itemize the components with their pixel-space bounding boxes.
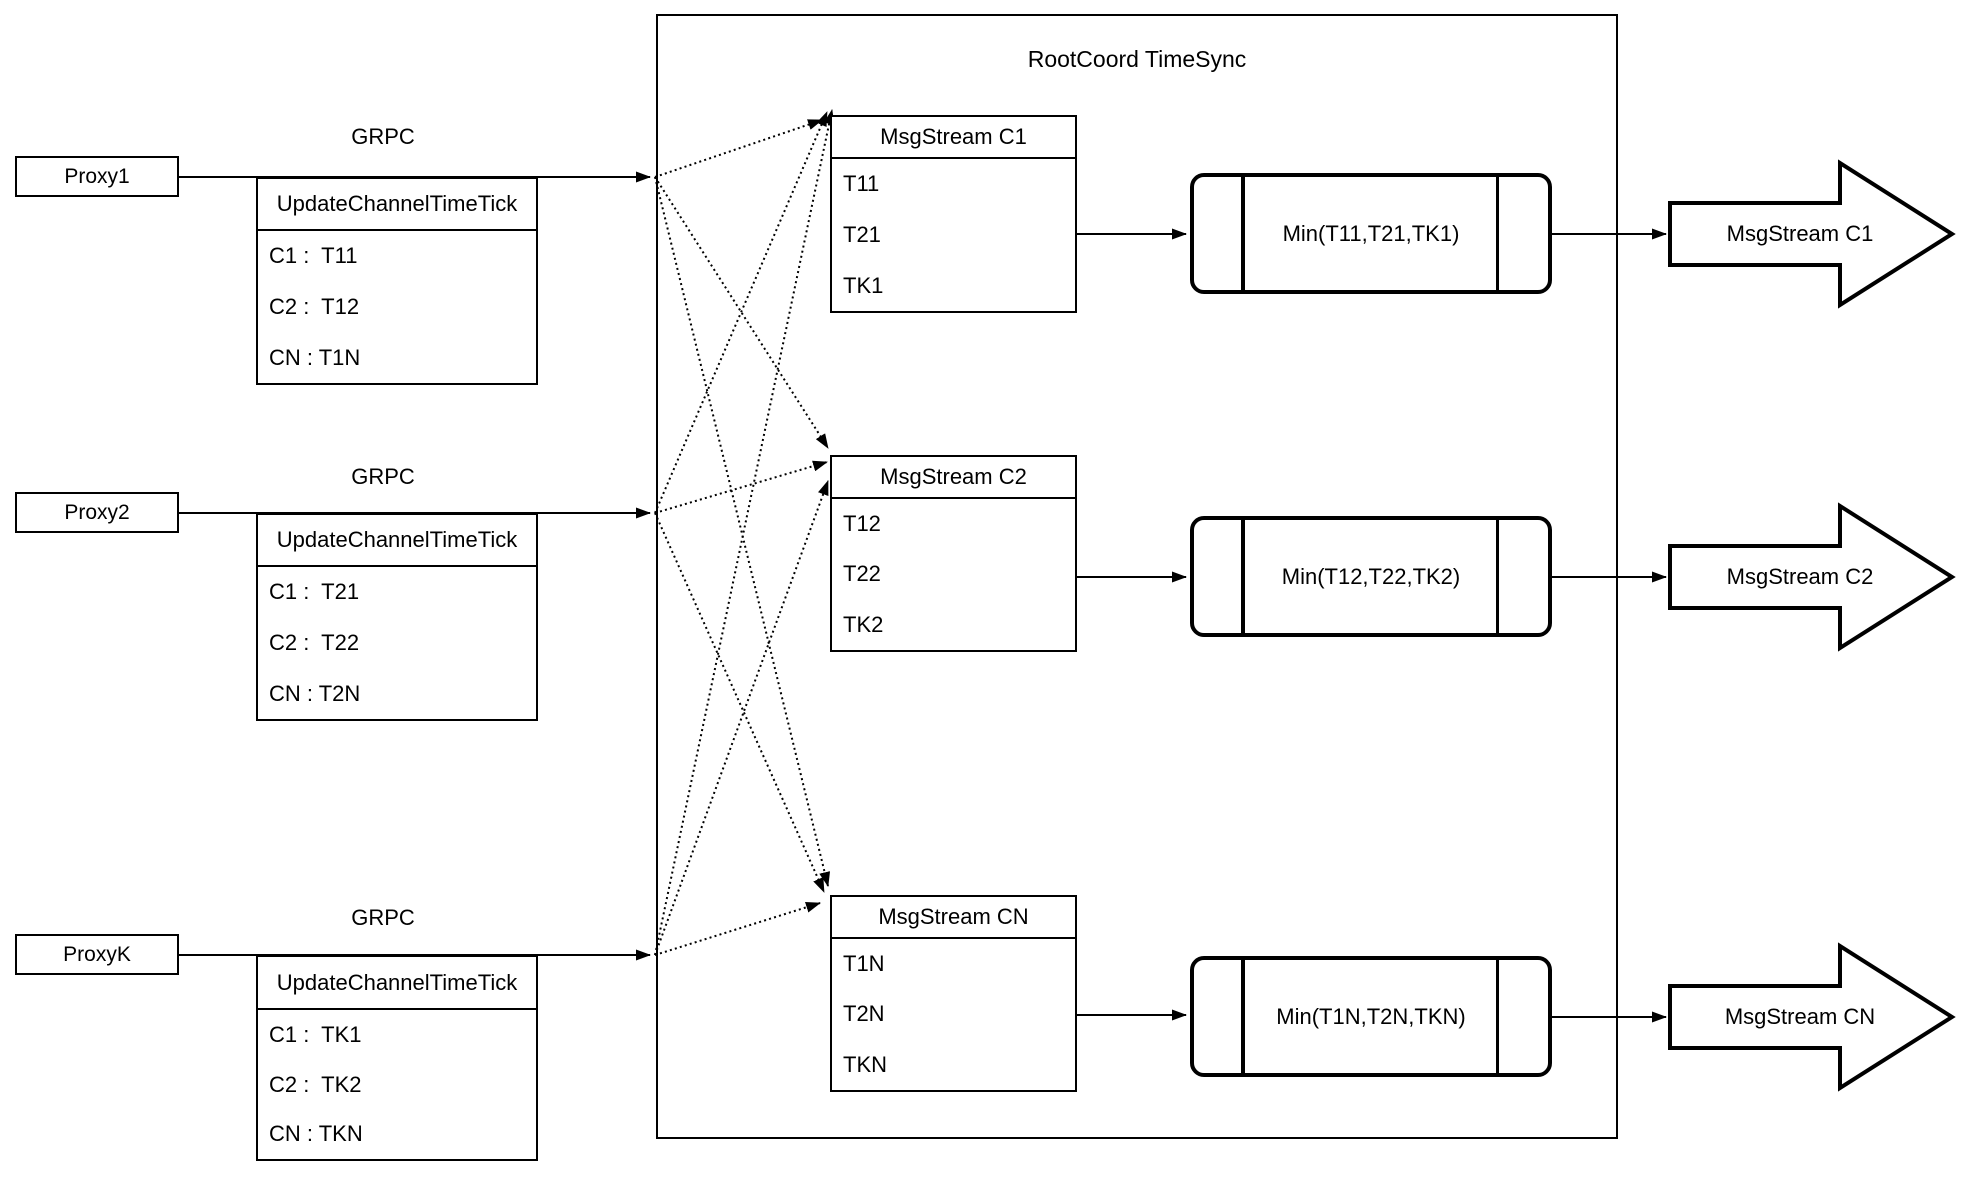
msgstream-c2-header: MsgStream C2 [832, 457, 1075, 499]
min-box-cn-left-cap-line [1241, 960, 1245, 1073]
update-table-2-row-c2: C2 : T22 [269, 630, 360, 655]
proxy1-label: Proxy1 [64, 164, 130, 188]
msgstream-cn-tick-2: T2N [843, 1001, 885, 1027]
msgstream-c2-tick-2: T22 [843, 561, 881, 587]
msgstream-c2-tick-3: TK2 [843, 611, 884, 637]
dotted-link-proxy2-msgstream-cn [654, 512, 825, 893]
msgstream-cn-tick-3: TKN [843, 1051, 887, 1077]
update-channel-timetick-table-3: UpdateChannelTimeTick C1 : TK1 C2 : TK2 … [256, 955, 538, 1161]
update-table-1-header: UpdateChannelTimeTick [258, 179, 536, 231]
min-box-c1-left-cap-line [1241, 177, 1245, 290]
min-box-c1: Min(T11,T21,TK1) [1190, 173, 1552, 294]
dotted-link-proxy1-msgstream-c1 [654, 119, 823, 178]
dotted-link-proxy1-msgstream-c2 [654, 176, 829, 449]
proxy1-box: Proxy1 [15, 156, 179, 197]
rootcoord-title: RootCoord TimeSync [1027, 46, 1247, 72]
msgstream-cn-header: MsgStream CN [832, 897, 1075, 939]
update-table-3-row-cn: CN : TKN [269, 1121, 363, 1147]
dotted-link-proxyk-msgstream-c2 [654, 480, 829, 956]
update-channel-timetick-table-2: UpdateChannelTimeTick C1 : T21 C2 : T22 … [256, 513, 538, 721]
update-table-3-row-c2: C2 : TK2 [269, 1071, 362, 1097]
output-arrow-cn-shape [1668, 942, 1956, 1092]
update-table-1-row-c2: C2 : T12 [269, 294, 360, 319]
output-arrow-c1-shape [1668, 159, 1956, 309]
update-table-2-row-cn: CN : T2N [269, 680, 361, 706]
min-box-cn-label: Min(T1N,T2N,TKN) [1276, 1003, 1466, 1029]
output-arrow-cn-label: MsgStream CN [1724, 1004, 1876, 1029]
msgstream-cn-tick-1: T1N [843, 951, 885, 977]
min-box-c2: Min(T12,T22,TK2) [1190, 516, 1552, 637]
update-table-3-row-c1: C1 : TK1 [269, 1021, 362, 1047]
min-box-cn-right-cap-line [1495, 960, 1499, 1073]
min-box-c1-label: Min(T11,T21,TK1) [1282, 220, 1460, 246]
grpc-label-1: GRPC [351, 124, 415, 149]
grpc-label-3: GRPC [351, 905, 415, 930]
msgstream-c1-tick-1: T11 [843, 171, 880, 197]
msgstream-c1-table: MsgStream C1 T11 T21 TK1 [830, 115, 1077, 313]
msgstream-c2-table: MsgStream C2 T12 T22 TK2 [830, 455, 1077, 652]
dotted-link-proxy2-msgstream-c2 [654, 460, 828, 514]
grpc-label-2: GRPC [351, 464, 415, 489]
output-arrow-c1-label: MsgStream C1 [1726, 221, 1874, 246]
min-box-c2-left-cap-line [1241, 520, 1245, 633]
update-table-1-row-cn: CN : T1N [269, 344, 361, 370]
output-arrow-c2-shape [1668, 502, 1956, 652]
dotted-link-proxy1-msgstream-cn [654, 176, 831, 887]
output-arrow-c2-label: MsgStream C2 [1726, 564, 1874, 589]
min-box-c2-label: Min(T12,T22,TK2) [1281, 563, 1461, 589]
msgstream-c1-tick-3: TK1 [843, 272, 884, 298]
proxy2-box: Proxy2 [15, 492, 179, 533]
min-box-c2-right-cap-line [1495, 520, 1499, 633]
proxyk-box: ProxyK [15, 934, 179, 975]
min-box-cn: Min(T1N,T2N,TKN) [1190, 956, 1552, 1077]
msgstream-c1-header: MsgStream C1 [832, 117, 1075, 159]
update-table-3-header: UpdateChannelTimeTick [258, 957, 536, 1010]
rootcoord-timesync-box: RootCoord TimeSync [656, 14, 1618, 1139]
msgstream-c2-tick-1: T12 [843, 511, 881, 537]
proxyk-label: ProxyK [63, 942, 131, 966]
msgstream-cn-table: MsgStream CN T1N T2N TKN [830, 895, 1077, 1092]
dotted-link-proxyk-msgstream-c1 [654, 109, 835, 956]
update-channel-timetick-table-1: UpdateChannelTimeTick C1 : T11 C2 : T12 … [256, 177, 538, 385]
msgstream-c1-tick-2: T21 [843, 222, 881, 247]
proxy2-label: Proxy2 [64, 500, 130, 524]
update-table-1-row-c1: C1 : T11 [269, 243, 358, 269]
update-table-2-header: UpdateChannelTimeTick [258, 515, 536, 567]
min-box-c1-right-cap-line [1495, 177, 1499, 290]
update-table-2-row-c1: C1 : T21 [269, 579, 360, 605]
